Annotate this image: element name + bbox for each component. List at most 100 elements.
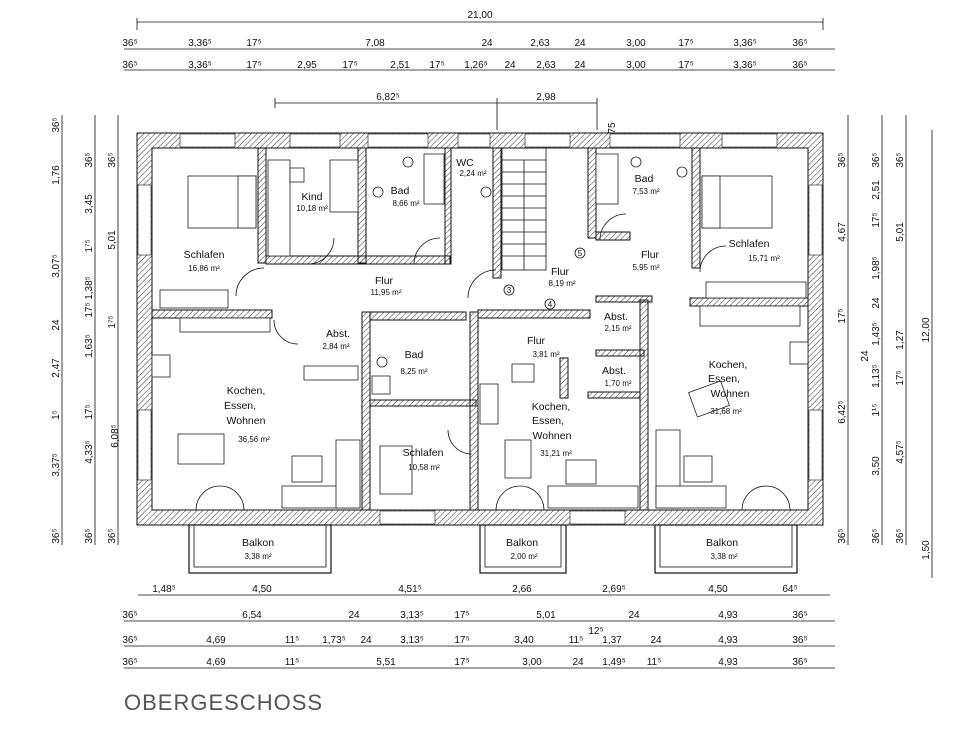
dim-top-r2: 1,26⁵ (464, 60, 488, 71)
balcony-area: 3,38 m² (244, 552, 271, 561)
svg-text:1,38⁵: 1,38⁵ (84, 276, 95, 300)
dim-top-r1: 2,63 (530, 38, 550, 49)
room-name: Bad (391, 185, 410, 197)
dim-top-r3: 2,98 (536, 92, 556, 103)
room-area: 8,66 m² (392, 199, 419, 208)
room-labels: Kind 10,18 m² Bad 8,66 m² WC 2,24 m² Bad… (184, 157, 781, 561)
svg-text:11⁵: 11⁵ (285, 635, 300, 646)
svg-text:4,33⁵: 4,33⁵ (84, 440, 95, 464)
svg-text:6,42⁵: 6,42⁵ (837, 400, 848, 424)
right-dimension-texts: 36⁵ 4,67 17⁵ 6,42⁵ 36⁵ 36⁵ 2,51 17⁵ 1,98… (837, 152, 932, 559)
total-depth: 12,00 (921, 317, 932, 342)
dim-top-r2: 36⁵ (122, 60, 137, 71)
svg-text:5,51: 5,51 (376, 657, 396, 668)
room-area: 2,24 m² (459, 169, 486, 178)
svg-text:1⁵: 1⁵ (51, 410, 62, 420)
room-name: WC (456, 157, 474, 169)
dim-top-r2: 17⁵ (246, 60, 261, 71)
marker-label: 5 (578, 249, 583, 258)
dim-top-r2: 17⁵ (342, 60, 357, 71)
balcony-name: Balkon (506, 537, 538, 549)
dim-top-r2: 17⁵ (678, 60, 693, 71)
room-name: Kochen, (227, 385, 266, 397)
svg-text:3,13⁵: 3,13⁵ (400, 635, 424, 646)
room-name: Wohnen (227, 415, 266, 427)
svg-text:17⁵: 17⁵ (84, 404, 95, 419)
dim-top-r2: 3,36⁵ (733, 60, 757, 71)
room-name: Flur (375, 275, 394, 287)
svg-text:11⁵: 11⁵ (285, 657, 300, 668)
svg-text:36⁵: 36⁵ (792, 635, 807, 646)
svg-text:4,93: 4,93 (718, 657, 738, 668)
dim-top-r1: 7,08 (365, 38, 385, 49)
svg-text:6,08⁵: 6,08⁵ (110, 424, 121, 448)
dim-top-r2: 24 (574, 60, 586, 71)
overall-width: 21,00 (467, 10, 492, 21)
svg-text:1,13⁵: 1,13⁵ (871, 364, 882, 388)
marker-label: 4 (548, 300, 553, 309)
room-name: Schlafen (184, 249, 225, 261)
balcony-area: 3,38 m² (710, 552, 737, 561)
dim-top-r1: 17⁵ (678, 38, 693, 49)
bottom-dimension-texts: 1,48⁵ 4,50 4,51⁵ 2,66 2,69⁵ 4,50 64⁵ 36⁵… (122, 584, 807, 668)
svg-text:36⁵: 36⁵ (837, 152, 848, 167)
svg-text:64⁵: 64⁵ (782, 584, 797, 595)
svg-text:24: 24 (871, 297, 882, 309)
room-name: Abst. (326, 328, 350, 340)
room-name: Essen, (708, 373, 740, 385)
dim-top-r2: 2,63 (536, 60, 556, 71)
room-name: Kind (301, 191, 322, 203)
svg-text:36⁵: 36⁵ (792, 657, 807, 668)
room-area: 2,15 m² (604, 324, 631, 333)
svg-text:1,98⁵: 1,98⁵ (871, 256, 882, 280)
svg-text:1¹⁵: 1¹⁵ (871, 403, 882, 416)
svg-text:3,40: 3,40 (514, 635, 534, 646)
room-area: 1,70 m² (604, 379, 631, 388)
dim-stair-side: 75 (607, 122, 618, 134)
svg-text:2,51: 2,51 (871, 180, 882, 200)
markers: 5 3 4 (503, 247, 586, 310)
svg-text:4,50: 4,50 (708, 584, 728, 595)
svg-text:3,45: 3,45 (84, 194, 95, 214)
dim-top-r1: 3,00 (626, 38, 646, 49)
dim-top-r1: 24 (481, 38, 493, 49)
dim-top-r2: 2,95 (297, 60, 317, 71)
furniture (151, 153, 809, 509)
staircase (501, 147, 547, 271)
svg-text:4,69: 4,69 (206, 657, 226, 668)
room-name: Kochen, (709, 359, 748, 371)
svg-text:2,66: 2,66 (512, 584, 532, 595)
svg-text:36⁵: 36⁵ (871, 528, 882, 543)
dim-top-r2: 36⁵ (792, 60, 807, 71)
balcony-area: 2,00 m² (510, 552, 537, 561)
svg-text:2,47: 2,47 (51, 358, 62, 378)
room-name: Wohnen (533, 430, 572, 442)
svg-text:11⁵: 11⁵ (647, 657, 662, 668)
svg-text:5,01: 5,01 (895, 222, 906, 242)
dim-top-r3: 6,82⁵ (376, 92, 400, 103)
floor-title: OBERGESCHOSS (124, 690, 324, 715)
svg-text:4,69: 4,69 (206, 635, 226, 646)
svg-text:5,01: 5,01 (536, 610, 556, 621)
balcony-depth: 1,50 (921, 540, 932, 560)
svg-text:3,00: 3,00 (522, 657, 542, 668)
room-area: 7,53 m² (632, 187, 659, 196)
doors (195, 213, 791, 511)
table-right (688, 380, 730, 418)
svg-text:24: 24 (650, 635, 662, 646)
svg-text:17⁵: 17⁵ (871, 212, 882, 227)
dim-top-r1: 17⁵ (246, 38, 261, 49)
svg-text:1,37: 1,37 (602, 635, 622, 646)
svg-text:12⁵: 12⁵ (588, 626, 603, 637)
svg-text:24: 24 (628, 610, 640, 621)
svg-text:3,13⁵: 3,13⁵ (400, 610, 424, 621)
dim-top-r2: 24 (504, 60, 516, 71)
table-left (177, 433, 225, 465)
room-area: 36,56 m² (238, 435, 270, 444)
room-area: 15,71 m² (748, 254, 780, 263)
svg-text:1,43⁵: 1,43⁵ (871, 322, 882, 346)
left-dimension-texts: 36⁵ 1,76 3,07⁵ 24 2,47 1⁵ 3,37⁵ 36⁵ 36⁵ … (51, 117, 121, 543)
room-area: 10,18 m² (296, 204, 328, 213)
room-name: Wohnen (711, 388, 750, 400)
